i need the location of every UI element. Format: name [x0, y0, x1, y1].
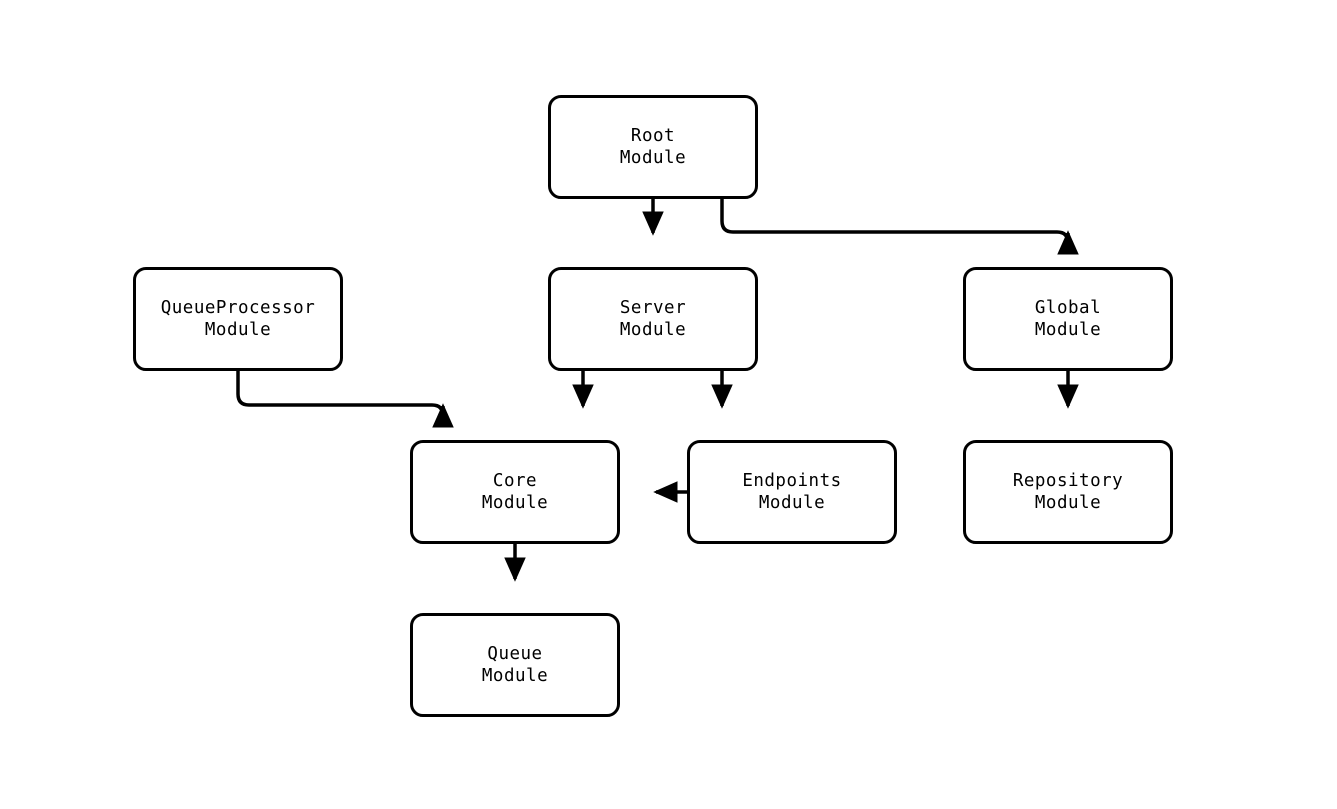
node-queueprocessor-suffix: Module: [204, 320, 272, 340]
edge-root-to-global: [720, 199, 1079, 255]
node-endpoints-suffix: Module: [758, 493, 826, 513]
node-server-name: Server: [619, 298, 687, 318]
node-queueprocessor-name: QueueProcessor: [160, 298, 316, 318]
node-global-suffix: Module: [1034, 320, 1102, 340]
node-core-suffix: Module: [481, 493, 549, 513]
node-core-name: Core: [492, 471, 538, 491]
node-endpoints-name: Endpoints: [742, 471, 842, 491]
node-root-suffix: Module: [619, 148, 687, 168]
node-server-suffix: Module: [619, 320, 687, 340]
node-root-name: Root: [630, 126, 676, 146]
node-repository-name: Repository: [1012, 471, 1124, 491]
node-queue-name: Queue: [487, 644, 543, 664]
node-global-name: Global: [1034, 298, 1102, 318]
edge-queueprocessor-to-core: [236, 371, 454, 428]
node-queue-suffix: Module: [481, 666, 549, 686]
node-repository-suffix: Module: [1034, 493, 1102, 513]
edges-group: [236, 199, 1079, 582]
